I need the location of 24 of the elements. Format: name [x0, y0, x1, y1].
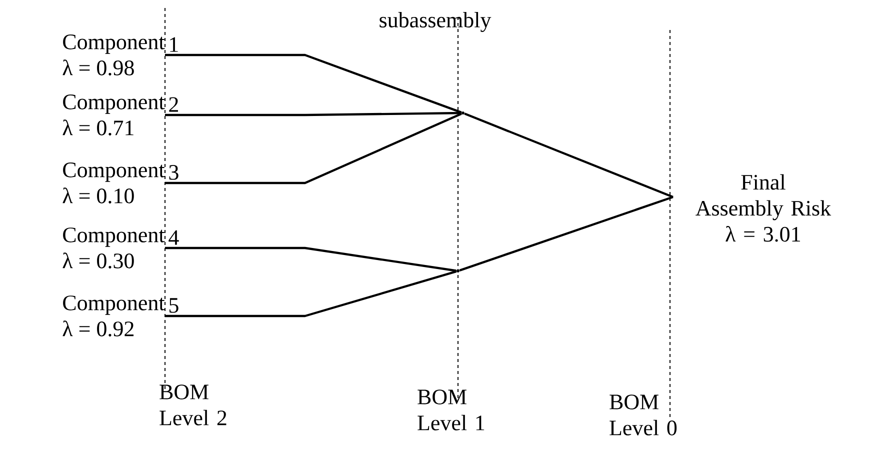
connector-line [165, 246, 456, 272]
bom-level-label: BOM Level 1 [418, 390, 484, 430]
connector-line [165, 54, 462, 114]
subassembly-label: subassembly [380, 12, 492, 32]
connector-line [464, 112, 674, 198]
junction-point [456, 270, 460, 272]
connector-line [165, 112, 462, 116]
junction-point [462, 112, 464, 114]
component-label: Component λ = 0.92 [62, 296, 165, 336]
connector-line [165, 112, 462, 184]
bom-level-label: BOM Level 0 [610, 394, 677, 436]
component-number: 4 [168, 230, 179, 245]
final-assembly-label: Final Assembly Risk λ = 3.01 [696, 174, 832, 242]
component-label: Component λ = 0.30 [62, 228, 165, 268]
component-number: 5 [170, 298, 178, 313]
component-number: 1 [170, 37, 178, 52]
component-label: Component λ = 0.10 [62, 162, 165, 204]
component-label: Component λ = 0.71 [62, 94, 165, 136]
bom-level-label: BOM Level 2 [160, 384, 226, 426]
connector-line [165, 270, 457, 318]
connector-line [459, 196, 674, 272]
component-label: Component λ = 0.98 [62, 34, 165, 76]
component-number: 2 [169, 97, 178, 112]
component-number: 3 [169, 165, 178, 180]
